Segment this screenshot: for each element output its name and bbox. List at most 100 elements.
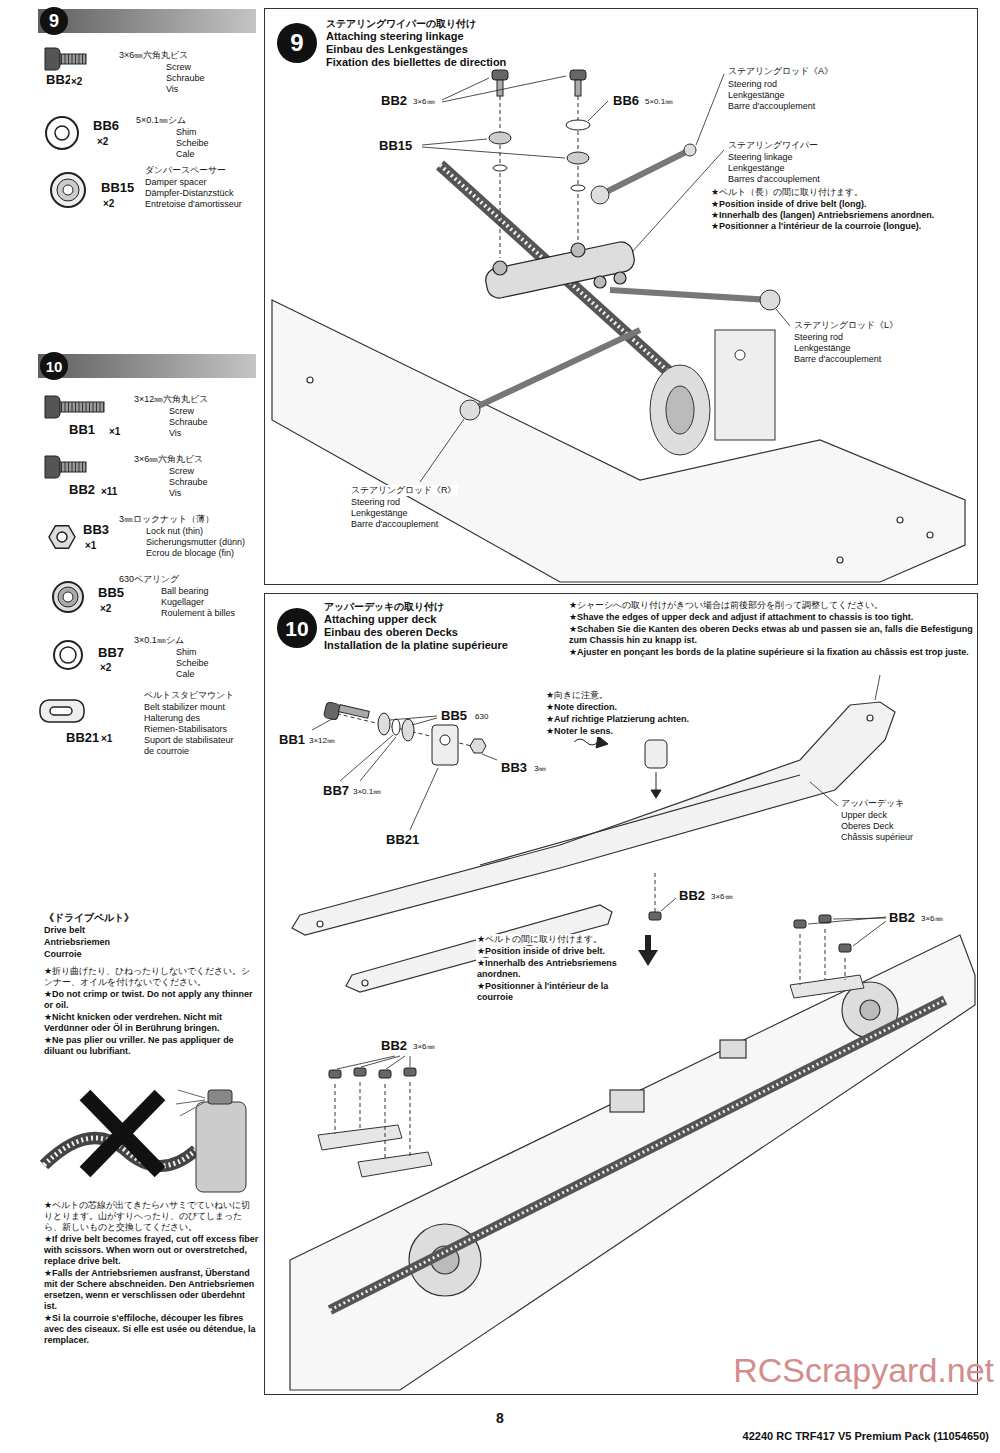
- screw-part: [492, 70, 508, 80]
- part-code: BB2: [888, 910, 916, 926]
- assembly-guide: [335, 870, 845, 1160]
- part-label: Entretoise d'amortisseur: [144, 199, 243, 210]
- assembly-guide: [825, 929, 826, 980]
- part-label: ベルトスタビマウント: [143, 690, 235, 701]
- part-label: ★Auf richtige Platzierung achten.: [545, 714, 690, 725]
- steering-linkage: [594, 276, 606, 288]
- part-label: ステアリングワイパー: [727, 140, 819, 151]
- part-label: Barre d'accouplement: [350, 519, 439, 530]
- shim-icon: [55, 126, 69, 140]
- steering-rod: [470, 330, 640, 410]
- note-text: ★ベルトの間に取り付けます。: [476, 934, 618, 945]
- lower-chassis: [290, 935, 975, 1390]
- steering-rod: [684, 144, 696, 156]
- exploded-parts: [470, 739, 486, 753]
- part-label: ステアリングロッド《A》: [727, 66, 834, 77]
- leader-line: [875, 675, 880, 700]
- screw-part: [570, 70, 586, 80]
- screw-part: [329, 912, 851, 1078]
- part-label: 630: [474, 712, 489, 722]
- part-code: BB2: [45, 72, 73, 88]
- step-number-text: 10: [46, 359, 63, 374]
- exploded-parts: [432, 725, 458, 765]
- exploded-parts: [402, 719, 414, 741]
- lower-chassis: [290, 935, 975, 1390]
- step-title: Einbau des oberen Decks: [324, 626, 508, 639]
- part-label: Vis: [168, 428, 182, 439]
- part-label: 3×6㎜: [710, 892, 734, 902]
- leader-line: [337, 1056, 395, 1069]
- part-code: BB2: [380, 93, 408, 109]
- part-label: 3×0.1㎜シム: [133, 635, 185, 646]
- direction-arrow: [574, 739, 598, 745]
- assembly-guide: [578, 96, 579, 240]
- direction-arrow: [574, 736, 661, 798]
- part-code: BB2: [380, 1038, 408, 1054]
- part-label: Screw: [165, 62, 192, 73]
- screw-part: [379, 1070, 391, 1078]
- part-label: Lenkgestänge: [793, 343, 852, 354]
- part-label: ★Position inside of drive belt (long).: [710, 199, 868, 210]
- spacer-icon: [57, 179, 79, 201]
- part-code: BB5: [97, 585, 125, 601]
- mount-icon: [40, 700, 84, 722]
- part-label: Steering linkage: [727, 152, 794, 163]
- screw-icon: [61, 462, 86, 472]
- chassis-plate: [897, 517, 903, 523]
- part-label: ×1: [108, 426, 121, 438]
- part-label: ダンパースペーサー: [144, 165, 227, 176]
- direction-arrow: [651, 790, 661, 798]
- part-label: Châssis supérieur: [840, 832, 914, 843]
- screw-part: [794, 920, 806, 928]
- mount-icon: [40, 700, 84, 722]
- steering-linkage: [614, 272, 626, 284]
- note-text: ★Schaben Sie die Kanten des oberen Decks…: [568, 624, 975, 646]
- steering-rod: [460, 400, 480, 420]
- part-label: Lenkgestänge: [727, 90, 786, 101]
- assembly-guide: [845, 958, 846, 980]
- part-label: Lock nut (thin): [145, 526, 204, 537]
- leader-line: [390, 716, 437, 720]
- note-text: ★ベルトの芯線が出てきたらハサミでていねいに切りとります。山がすりへったり、のび…: [43, 1200, 260, 1233]
- part-label: Barre d'accouplement: [793, 354, 882, 365]
- part-label: 3×0.1㎜: [352, 787, 382, 797]
- exploded-parts: [392, 719, 400, 735]
- upper-deck: [867, 715, 873, 721]
- step-number-text: 10: [285, 618, 308, 639]
- part-label: Ball bearing: [160, 586, 210, 597]
- step-number: 9: [277, 23, 317, 63]
- part-label: 3×6㎜: [412, 97, 436, 107]
- screw-icon: [45, 456, 86, 478]
- part-label: Upper deck: [840, 810, 888, 821]
- screw-part: [575, 80, 581, 96]
- step-title: Attaching steering linkage: [326, 30, 506, 43]
- note-text: ★シャーシへの取り付けがきつい場合は前後部分を削って調整してください。: [568, 600, 975, 611]
- leader-line: [340, 735, 393, 781]
- part-code: BB3: [500, 760, 528, 776]
- part-code: BB2: [678, 888, 706, 904]
- step-number: 10: [277, 608, 317, 648]
- mount-plate: [318, 1125, 402, 1150]
- part-label: Lenkgestänge: [350, 508, 409, 519]
- direction-arrow: [596, 736, 608, 748]
- screw-part: [404, 1068, 416, 1076]
- leader-line: [420, 74, 790, 482]
- part-label: Barre d'accouplement: [727, 101, 816, 112]
- header-bar: [38, 354, 256, 378]
- part-label: ★Note direction.: [545, 702, 618, 713]
- mount-plate: [790, 975, 864, 998]
- part-label: ★Noter le sens.: [545, 726, 614, 737]
- part-label: ステアリングロッド《L》: [793, 320, 899, 331]
- leader-line: [410, 768, 438, 830]
- part-label: Dämpfer-Distanzstück: [144, 188, 235, 199]
- exploded-parts: [378, 713, 390, 735]
- footer-text: 42240 RC TRF417 V5 Premium Pack (1105465…: [742, 1430, 990, 1443]
- part-label: Steering rod: [350, 497, 401, 508]
- part-label: de courroie: [143, 746, 190, 757]
- steering-rod: [600, 150, 690, 195]
- pulley: [666, 386, 694, 434]
- part-label: Steering rod: [727, 79, 778, 90]
- assembly-guide: [385, 1084, 386, 1160]
- part-label: ×2: [102, 198, 115, 210]
- part-label: Schraube: [168, 477, 209, 488]
